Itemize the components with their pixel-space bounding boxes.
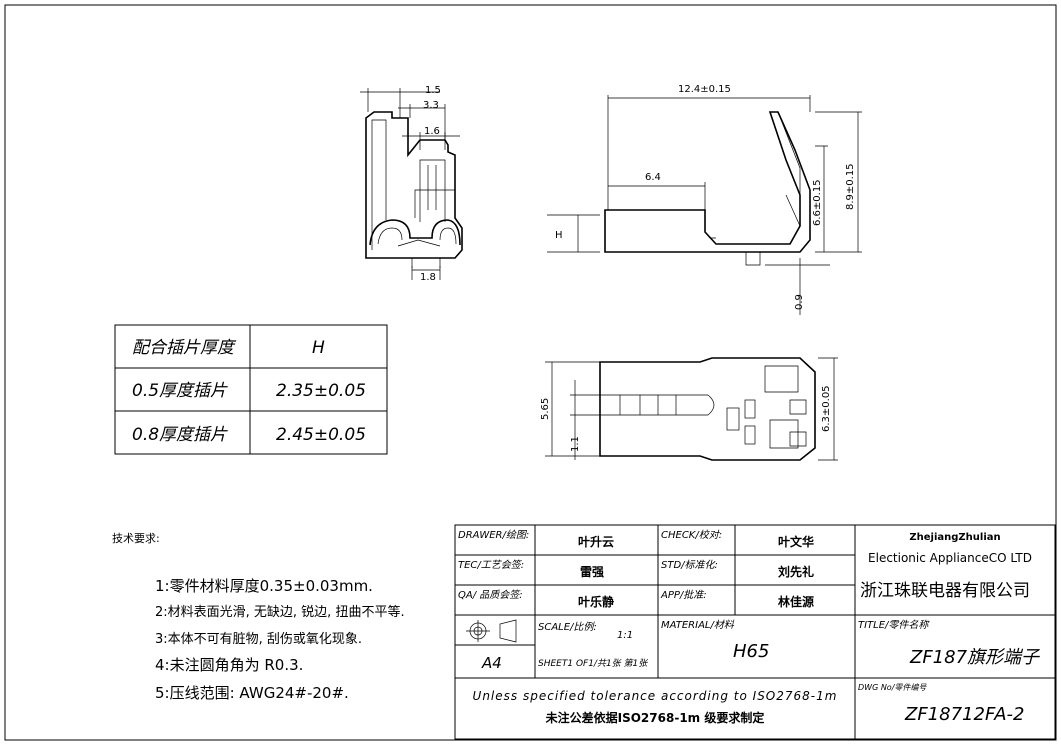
- dim-12-4: 12.4±0.15: [678, 84, 731, 95]
- dim-6-4: 6.4: [645, 172, 661, 183]
- top-view: 5.65 1.1 6.3±0.05: [540, 357, 838, 461]
- dim-3-3: 3.3: [423, 100, 439, 111]
- requirements-title: 技术要求:: [112, 532, 160, 545]
- dim-0-9: 0.9: [794, 294, 805, 310]
- dim-5-65: 5.65: [540, 398, 551, 420]
- check-name: 叶文华: [778, 534, 814, 549]
- drawer-name: 叶升云: [578, 534, 614, 549]
- std-label: STD/标准化:: [661, 559, 718, 571]
- thickness-table: 配合插片厚度 H 0.5厚度插片 2.35±0.05 0.8厚度插片 2.45±…: [114, 324, 388, 455]
- front-view: 12.4±0.15 6.4 H 6.6±0.15 8.9±0.15 0.9: [547, 84, 862, 315]
- technical-requirements: 技术要求: 1:零件材料厚度0.35±0.03mm. 2:材料表面光滑, 无缺边…: [112, 532, 405, 702]
- requirement-3: 3:本体不可有脏物, 刮伤或氧化现象.: [155, 632, 362, 647]
- company-name-cn: 浙江珠联电器有限公司: [860, 581, 1030, 601]
- check-label: CHECK/校对:: [661, 529, 722, 541]
- table-row-2-value: 2.45±0.05: [276, 425, 366, 445]
- dim-1-6: 1.6: [424, 126, 440, 137]
- dim-1-8: 1.8: [420, 272, 436, 283]
- part-name: ZF187旗形端子: [909, 647, 1041, 668]
- requirement-5: 5:压线范围: AWG24#-20#.: [155, 684, 349, 702]
- projection-symbol-icon: [466, 619, 517, 643]
- dim-6-3: 6.3±0.05: [821, 385, 832, 432]
- qa-name: 叶乐静: [578, 594, 614, 609]
- drawing-frame: [4, 4, 1057, 741]
- drawer-label: DRAWER/绘图:: [458, 529, 529, 541]
- tec-label: TEC/工艺会签:: [458, 559, 524, 571]
- scale-label: SCALE/比例:: [538, 621, 597, 633]
- side-view: 1.5 3.3 1.6 1.8: [360, 85, 463, 283]
- material-value: H65: [733, 641, 769, 662]
- paper-size: A4: [481, 654, 502, 672]
- title-block: DRAWER/绘图: 叶升云 CHECK/校对: 叶文华 TEC/工艺会签: 雷…: [454, 524, 1056, 740]
- app-name: 林佳源: [778, 594, 814, 609]
- table-header-thickness: 配合插片厚度: [132, 338, 237, 358]
- company-name-en-1: ZhejiangZhulian: [909, 532, 1000, 543]
- material-label: MATERIAL/材料: [661, 619, 735, 631]
- std-name: 刘先礼: [778, 564, 814, 579]
- requirement-1: 1:零件材料厚度0.35±0.03mm.: [155, 577, 373, 595]
- tec-name: 雷强: [580, 565, 604, 579]
- dim-H: H: [555, 230, 563, 241]
- table-row-2-label: 0.8厚度插片: [132, 425, 228, 445]
- sheet-info: SHEET1 OF1/共1张 第1张: [538, 658, 649, 669]
- dim-8-9: 8.9±0.15: [845, 163, 856, 210]
- table-header-h: H: [312, 338, 325, 358]
- dwg-label: DWG No/零件编号: [858, 683, 927, 692]
- scale-value: 1:1: [617, 630, 633, 641]
- app-label: APP/批准:: [660, 589, 707, 601]
- table-row-1-value: 2.35±0.05: [276, 381, 366, 401]
- dwg-number: ZF18712FA-2: [904, 704, 1025, 725]
- dim-1-5: 1.5: [425, 85, 441, 96]
- tolerance-cn: 未注公差依据ISO2768-1m 级要求制定: [545, 710, 765, 725]
- table-row-1-label: 0.5厚度插片: [132, 381, 228, 401]
- qa-label: QA/ 品质会签:: [458, 589, 523, 601]
- dim-1-1: 1.1: [570, 436, 581, 452]
- requirement-4: 4:未注圆角角为 R0.3.: [155, 656, 303, 674]
- requirement-2: 2:材料表面光滑, 无缺边, 锐边, 扭曲不平等.: [155, 604, 405, 620]
- tolerance-en: Unless specified tolerance according to …: [473, 689, 838, 703]
- dim-6-6: 6.6±0.15: [812, 179, 823, 226]
- title-label: TITLE/零件名称: [858, 619, 930, 631]
- company-name-en-2: Electionic ApplianceCO LTD: [868, 551, 1032, 565]
